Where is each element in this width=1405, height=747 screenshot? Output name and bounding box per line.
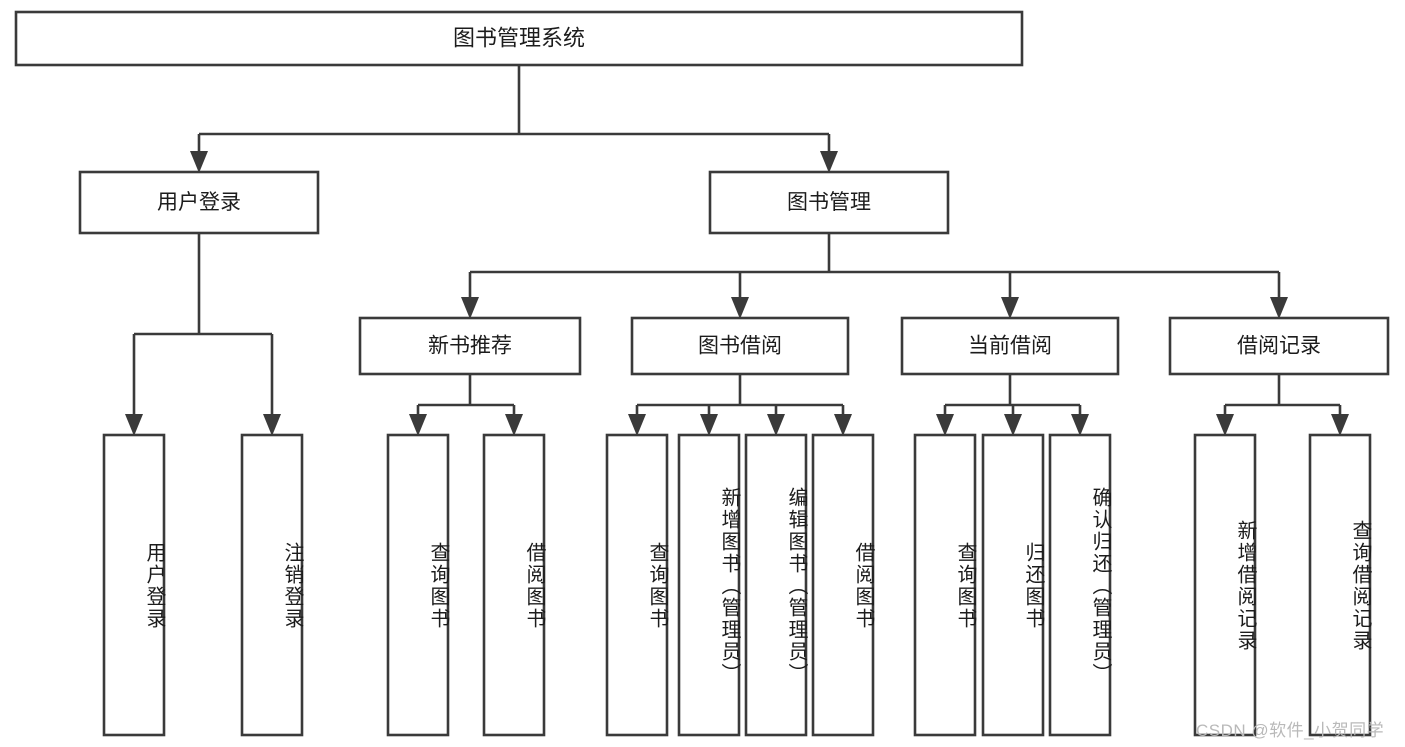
arrow-head-icon xyxy=(820,151,838,173)
arrow-head-icon xyxy=(125,414,143,436)
arrow-head-icon xyxy=(834,414,852,436)
arrow-head-icon xyxy=(461,297,479,319)
node-查询图书-box xyxy=(913,433,977,737)
arrow-head-icon xyxy=(1270,297,1288,319)
node-新增借阅记录-box xyxy=(1193,433,1257,737)
node-图书管理-box xyxy=(708,170,950,235)
arrow-head-icon xyxy=(1004,414,1022,436)
csdn-watermark: CSDN @软件_小贺同学 xyxy=(1196,721,1385,740)
arrow-head-icon xyxy=(731,297,749,319)
arrow-head-icon xyxy=(1331,414,1349,436)
node-图书管理-label: 图书管理 xyxy=(787,191,871,214)
arrow-head-icon xyxy=(409,414,427,436)
node-当前借阅-box xyxy=(900,316,1120,376)
node-借阅记录-box xyxy=(1168,316,1390,376)
node-查询图书-box xyxy=(386,433,450,737)
page-title: 图书管理系统 xyxy=(453,25,585,50)
arrow-head-icon xyxy=(767,414,785,436)
arrow-head-icon xyxy=(1001,297,1019,319)
connector-layer xyxy=(125,65,1349,436)
node-归还图书-box xyxy=(981,433,1045,737)
arrow-head-icon xyxy=(1216,414,1234,436)
node-新书推荐-label: 新书推荐 xyxy=(428,335,512,358)
node-查询图书-box xyxy=(605,433,669,737)
node-图书借阅-label: 图书借阅 xyxy=(698,335,782,358)
node-图书管理系统-box xyxy=(14,10,1024,67)
node-借阅记录-label: 借阅记录 xyxy=(1237,335,1321,358)
arrow-head-icon xyxy=(263,414,281,436)
node-用户登录-box xyxy=(102,433,166,737)
arrow-head-icon xyxy=(700,414,718,436)
node-借阅图书-box xyxy=(811,433,875,737)
arrow-head-icon xyxy=(190,151,208,173)
node-当前借阅-label: 当前借阅 xyxy=(968,335,1052,358)
node-新书推荐-box xyxy=(358,316,582,376)
node-编辑图书管理员-box xyxy=(744,433,808,737)
node-用户登录-box xyxy=(78,170,320,235)
node-新增图书管理员-box xyxy=(677,433,741,737)
arrow-head-icon xyxy=(505,414,523,436)
node-借阅图书-box xyxy=(482,433,546,737)
node-确认归还管理员-box xyxy=(1048,433,1112,737)
node-用户登录-label: 用户登录 xyxy=(157,191,241,214)
arrow-head-icon xyxy=(628,414,646,436)
node-box-layer xyxy=(14,10,1390,737)
node-注销登录-box xyxy=(240,433,304,737)
node-查询借阅记录-box xyxy=(1308,433,1372,737)
node-图书借阅-box xyxy=(630,316,850,376)
arrow-head-icon xyxy=(936,414,954,436)
arrow-head-icon xyxy=(1071,414,1089,436)
